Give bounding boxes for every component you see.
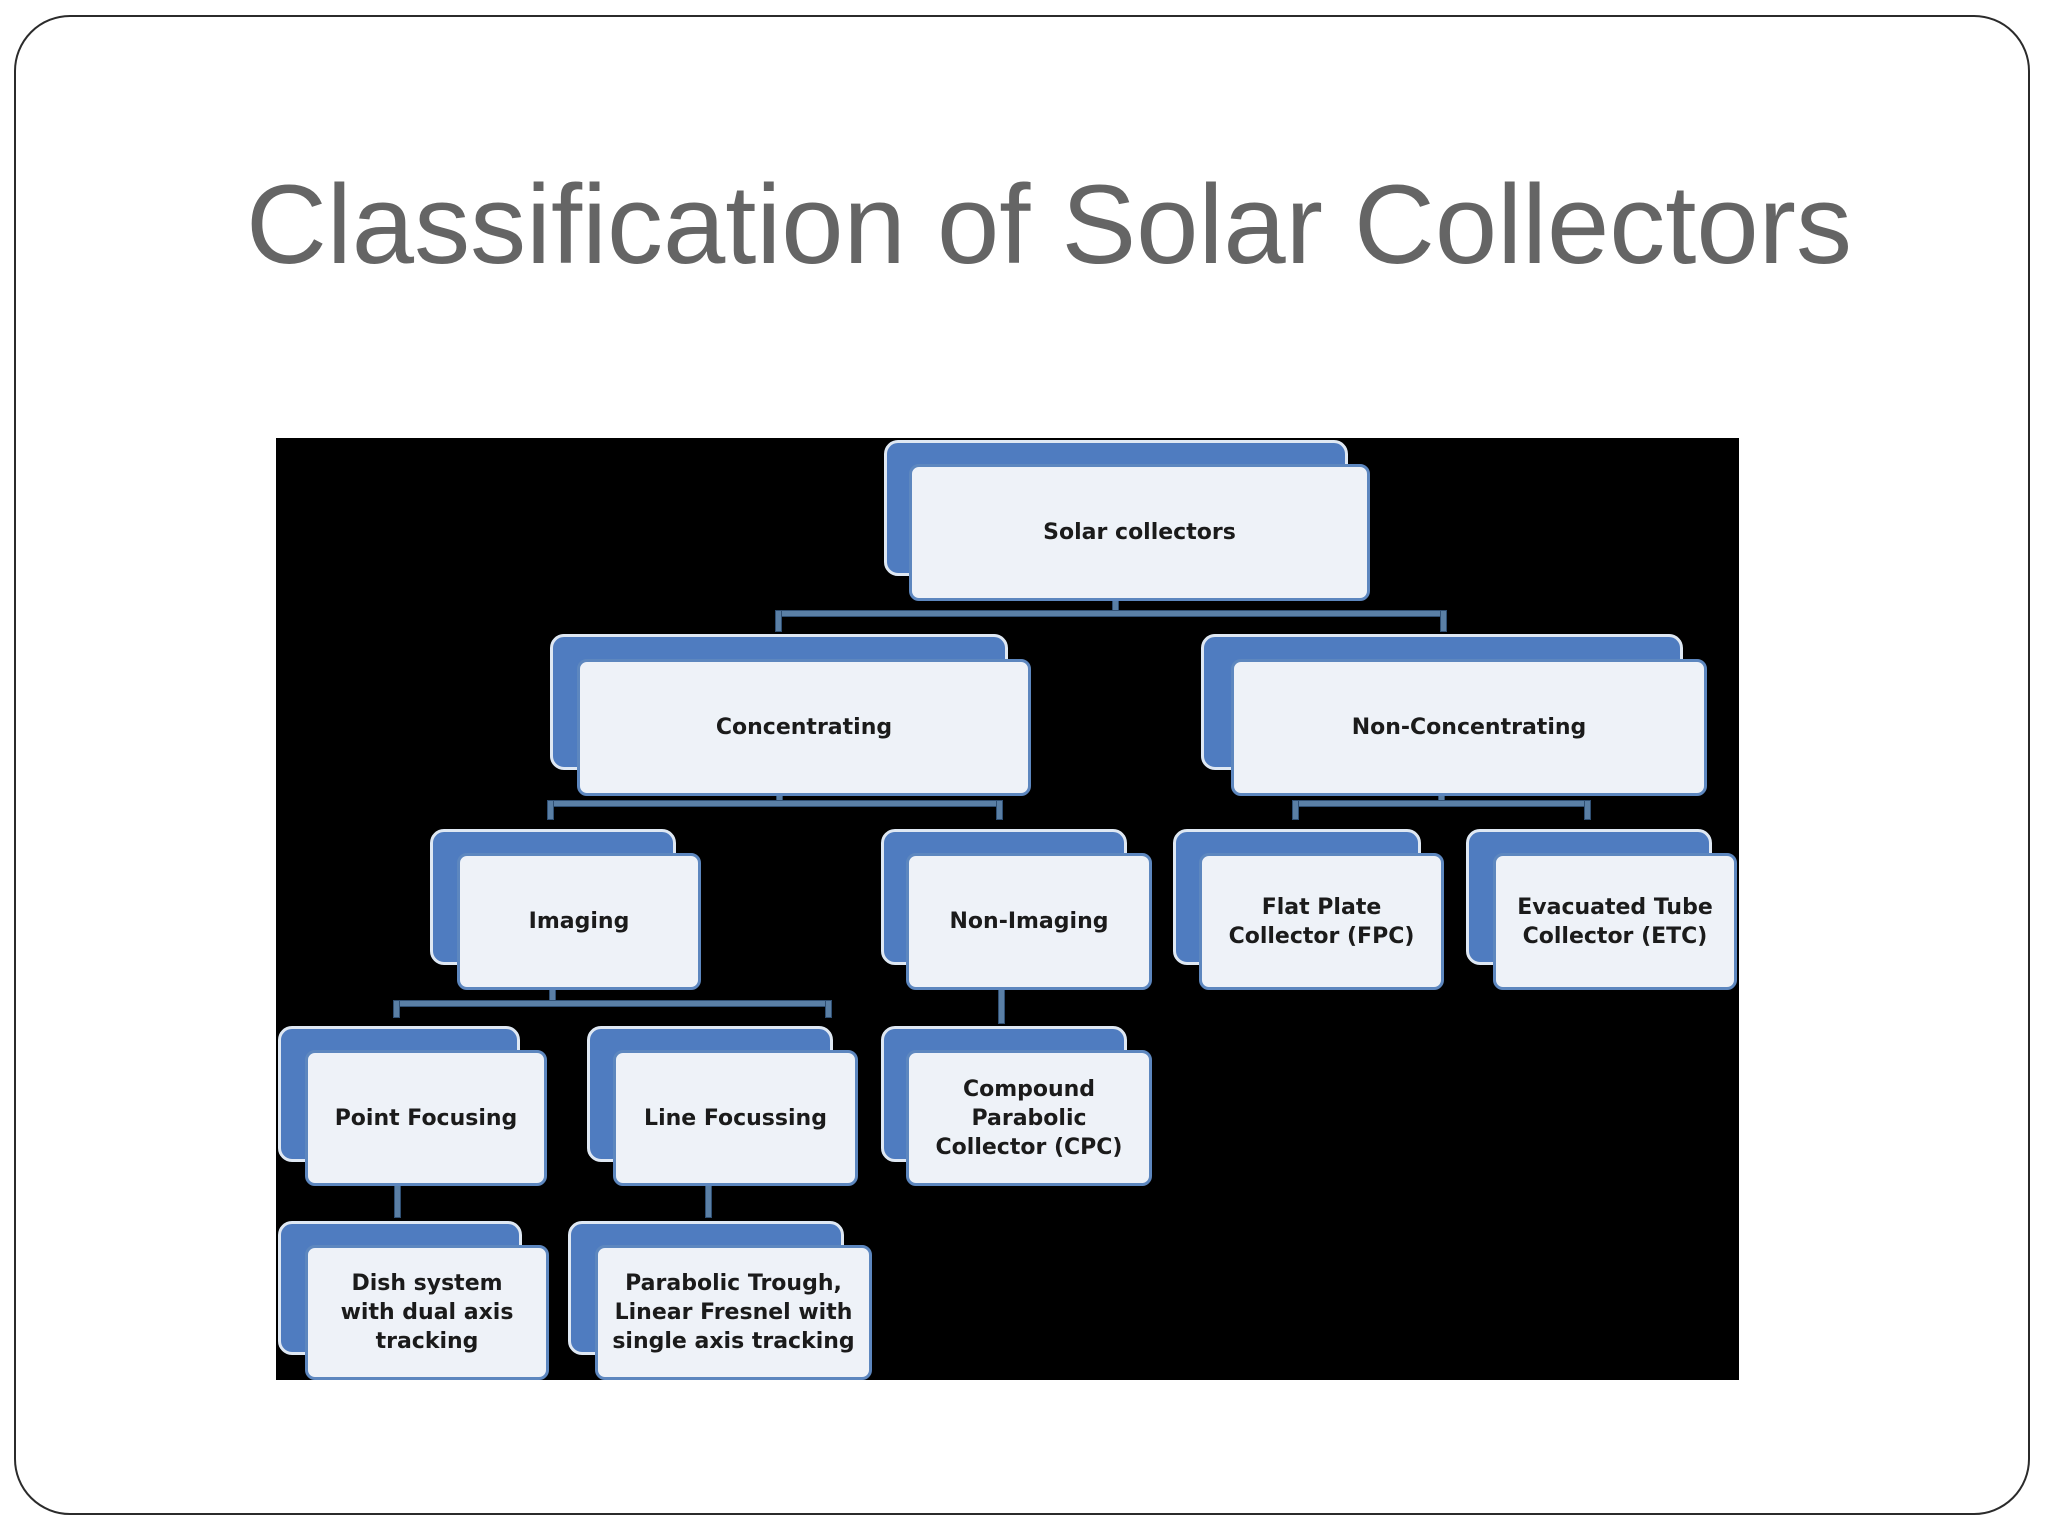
slide-title: Classification of Solar Collectors: [246, 162, 1852, 287]
node-dish-system: Dish system with dual axis tracking: [278, 1221, 549, 1380]
classification-diagram: Solar collectors Concentrating Non-Conce…: [276, 438, 1739, 1380]
node-concentrating: Concentrating: [550, 634, 1031, 796]
connector-concentrating-bar: [548, 801, 1002, 806]
connector-to-non-concentrating: [1441, 611, 1446, 631]
connector-to-line-focussing: [826, 1001, 831, 1017]
connector-imaging-stem: [550, 987, 555, 1005]
node-compound-parabolic-collector: Compound Parabolic Collector (CPC): [881, 1026, 1152, 1186]
node-parabolic-trough: Parabolic Trough, Linear Fresnel with si…: [568, 1221, 872, 1380]
connector-non-concentrating-stem: [1439, 792, 1444, 806]
connector-non-concentrating-bar: [1293, 801, 1590, 806]
connector-to-evacuated-tube: [1585, 801, 1590, 819]
connector-line-to-trough: [706, 1183, 711, 1217]
connector-point-to-dish: [395, 1183, 400, 1217]
connector-to-non-imaging: [997, 801, 1002, 819]
node-imaging: Imaging: [430, 829, 701, 990]
node-evacuated-tube-collector: Evacuated Tube Collector (ETC): [1466, 829, 1737, 990]
connector-root-stem: [1113, 596, 1118, 615]
node-non-concentrating: Non-Concentrating: [1201, 634, 1707, 796]
connector-to-concentrating: [776, 611, 781, 631]
connector-imaging-bar: [394, 1001, 831, 1006]
connector-non-imaging-to-cpc: [999, 987, 1004, 1023]
connector-root-bar: [776, 611, 1446, 616]
connector-to-imaging: [548, 801, 553, 819]
connector-to-point-focusing: [394, 1001, 399, 1017]
node-solar-collectors: Solar collectors: [884, 440, 1370, 601]
connector-concentrating-stem: [777, 792, 782, 806]
node-non-imaging: Non-Imaging: [881, 829, 1152, 990]
node-flat-plate-collector: Flat Plate Collector (FPC): [1173, 829, 1444, 990]
connector-to-flat-plate: [1293, 801, 1298, 819]
node-point-focusing: Point Focusing: [278, 1026, 547, 1186]
node-line-focussing: Line Focussing: [587, 1026, 858, 1186]
